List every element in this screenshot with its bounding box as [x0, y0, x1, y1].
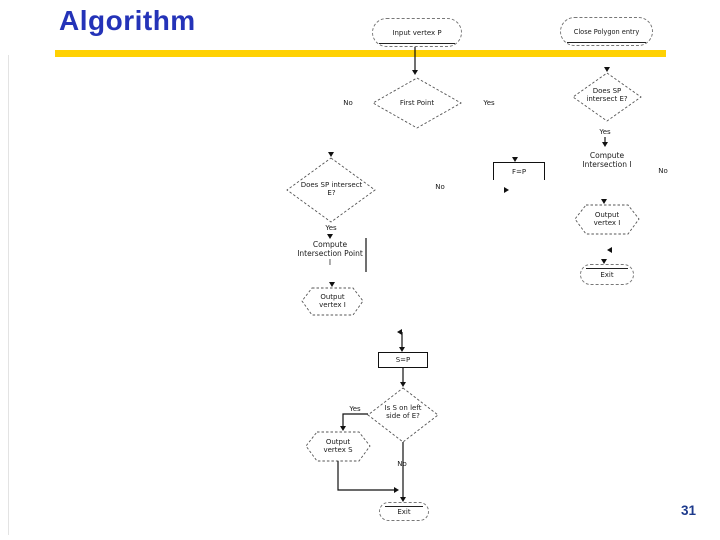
decision-text-line: Does SP [592, 87, 622, 95]
title-divider [55, 50, 666, 57]
page-title: Algorithm [59, 5, 196, 36]
terminator-input-vertex-label: Input vertex P [392, 28, 442, 37]
hexagon-text-line: Output [594, 211, 620, 219]
process-text-line: Compute [589, 151, 625, 160]
hexagon-text-line: vertex I [319, 301, 346, 310]
hexagon-text-line: Output [325, 438, 351, 446]
hexagon-output-vertex-i-left-label: Output vertex I [302, 293, 363, 310]
branch-label-no-bottom: No [397, 460, 407, 468]
branch-label-yes-right: Yes [599, 128, 611, 136]
terminator-exit-bottom-label: Exit [397, 507, 411, 516]
process-sp-assign-label: S=P [395, 356, 411, 364]
hexagon-text-line: vertex I [593, 219, 621, 228]
slide-edge-line [8, 55, 9, 535]
terminator-exit-right: Exit [580, 264, 634, 285]
decision-text-line: Is S on left [384, 404, 422, 412]
decision-does-sp-intersect-right-shape [572, 72, 642, 122]
page-number: 31 [681, 503, 697, 518]
branch-label-yes-bottom: Yes [349, 405, 361, 413]
connector-lines [337, 46, 606, 497]
decision-does-sp-intersect-left-shape [286, 157, 376, 223]
terminator-exit-right-label: Exit [600, 270, 614, 279]
arrowheads [327, 67, 612, 502]
terminator-underline [384, 506, 424, 507]
branch-label-yes-first: Yes [483, 99, 495, 107]
decision-s-on-left-label: Is S on left side of E? [368, 404, 438, 421]
terminator-underline [567, 42, 646, 43]
branch-label-no-mid: No [435, 183, 445, 191]
process-sp-assign: S=P [378, 352, 428, 368]
process-text-line: I [328, 257, 332, 267]
hexagon-output-vertex-i-right-shape [574, 204, 640, 235]
hexagon-output-vertex-s-label: Output vertex S [306, 438, 370, 455]
hexagon-output-vertex-i-left-shape [301, 287, 364, 316]
decision-text-line: Does SP intersect [300, 181, 363, 189]
decision-text-line: E? [327, 189, 336, 198]
terminator-close-polygon-entry: Close Polygon entry [560, 17, 653, 46]
branch-label-no-first: No [343, 99, 353, 107]
process-text-line: Compute [312, 240, 348, 249]
process-compute-intersection-left: Compute Intersection Point I [292, 240, 368, 268]
process-fp-assign: F=P [493, 162, 545, 180]
decision-does-sp-intersect-right-label: Does SP intersect E? [572, 87, 642, 104]
decision-text-line: side of E? [386, 412, 420, 421]
branch-label-yes-left: Yes [325, 224, 337, 232]
process-compute-intersection-right: Compute Intersection I [569, 151, 645, 170]
hexagon-text-line: vertex S [323, 446, 353, 455]
decision-s-on-left-shape [367, 387, 439, 443]
terminator-input-vertex: Input vertex P [372, 18, 462, 47]
decision-first-point-label: First Point [399, 99, 435, 107]
process-fp-assign-label: F=P [511, 167, 527, 176]
terminator-close-polygon-label: Close Polygon entry [573, 27, 640, 36]
terminator-exit-bottom: Exit [379, 502, 429, 521]
terminator-underline [379, 43, 455, 44]
branch-label-no-right: No [658, 167, 668, 175]
decision-text-line: intersect E? [586, 95, 628, 104]
process-text-line: Intersection I [582, 159, 632, 169]
terminator-underline [586, 268, 628, 269]
hexagon-output-vertex-i-right-label: Output vertex I [575, 211, 639, 228]
process-text-line: Intersection Point [297, 248, 363, 258]
hexagon-output-vertex-s-shape [305, 431, 371, 462]
decision-first-point-shape [372, 77, 462, 129]
hexagon-text-line: Output [320, 293, 345, 301]
decision-does-sp-intersect-left-label: Does SP intersect E? [288, 181, 375, 198]
